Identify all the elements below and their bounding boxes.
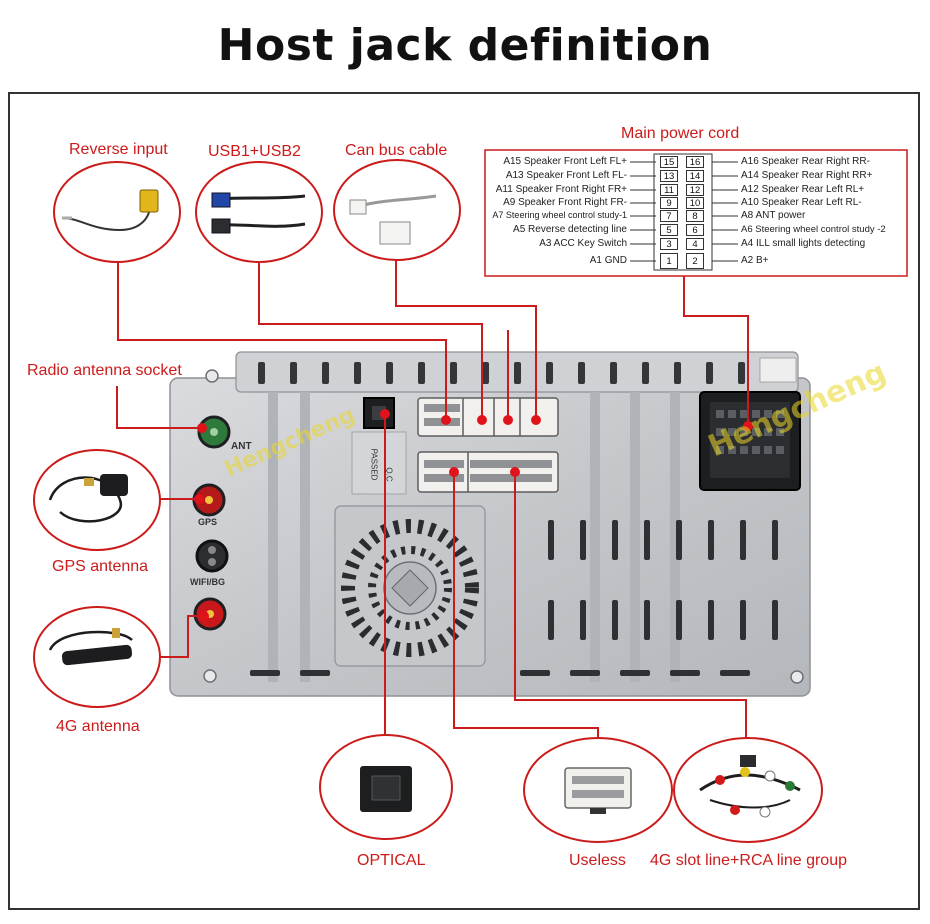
power-cord-leaders: [630, 153, 738, 271]
antenna-sockets: [192, 415, 231, 631]
canbus-cable-picture: [349, 194, 437, 245]
pin-number: 9: [660, 197, 678, 209]
4g-antenna-picture: [48, 628, 133, 666]
pin-desc-a1: A1 GND: [589, 255, 627, 266]
usb-cable-picture: [211, 192, 306, 234]
pin-number: 2: [686, 253, 704, 269]
optical-socket: [351, 397, 407, 495]
pin-number: 12: [686, 184, 704, 196]
pin-desc-a2: A2 B+: [741, 255, 769, 266]
main-power-cord-label: Main power cord: [621, 125, 740, 142]
pin-desc-a9: A9 Speaker Front Right FR-: [503, 197, 627, 208]
pin-desc-a6: A6 Steering wheel control study -2: [741, 224, 886, 235]
wifi-mark: WIFI/BG: [190, 577, 225, 587]
pin-number: 11: [660, 184, 678, 196]
pin-number: 14: [686, 170, 704, 182]
useless-connector-picture: [564, 767, 632, 814]
pin-desc-a11: A11 Speaker Front Right FR+: [495, 184, 627, 195]
useless-label: Useless: [569, 852, 626, 869]
slot-line-label: 4G slot line+RCA line group: [650, 852, 847, 869]
fan-grill: [334, 505, 486, 667]
gps-antenna-picture: [48, 474, 128, 523]
canbus-label: Can bus cable: [345, 142, 448, 159]
pin-number: 16: [686, 156, 704, 168]
pin-desc-a3: A3 ACC Key Switch: [539, 238, 627, 249]
pin-number: 1: [660, 253, 678, 269]
passed-sticker: PASSED: [369, 448, 379, 481]
4g-antenna-label: 4G antenna: [56, 718, 140, 735]
gps-mark: GPS: [198, 517, 218, 527]
pin-desc-a16: A16 Speaker Rear Right RR-: [741, 156, 870, 167]
qc-sticker: Q.C: [384, 467, 394, 482]
pin-number: 8: [686, 210, 704, 222]
pin-number: 7: [660, 210, 678, 222]
pin-number: 4: [686, 238, 704, 250]
reverse-input-label: Reverse input: [69, 141, 168, 158]
pin-desc-a10: A10 Speaker Rear Left RL-: [741, 197, 862, 208]
optical-port-picture: [360, 766, 412, 812]
pin-desc-a13: A13 Speaker Front Left FL-: [505, 170, 627, 181]
pin-desc-a12: A12 Speaker Rear Left RL+: [741, 184, 865, 195]
pin-number: 6: [686, 224, 704, 236]
rca-cable-picture: [699, 755, 801, 818]
pin-desc-a8: A8 ANT power: [741, 210, 806, 221]
pin-number: 3: [660, 238, 678, 250]
pin-desc-a7: A7 Steering wheel control study-1: [492, 210, 627, 220]
pin-desc-a15: A15 Speaker Front Left FL+: [503, 156, 627, 167]
pin-desc-a14: A14 Speaker Rear Right RR+: [741, 170, 873, 181]
diagram-frame: [8, 92, 920, 910]
ant-mark: ANT: [231, 441, 252, 452]
pin-desc-a4: A4 ILL small lights detecting: [741, 238, 866, 249]
gps-antenna-label: GPS antenna: [52, 558, 149, 575]
page-title: Host jack definition: [217, 20, 713, 71]
pin-desc-a5: A5 Reverse detecting line: [513, 224, 627, 235]
head-unit-back: [169, 351, 811, 697]
leader-lines: [116, 260, 749, 740]
reverse-cable-picture: [61, 189, 159, 232]
pin-number: 10: [686, 197, 704, 209]
pin-number: 15: [660, 156, 678, 168]
connection-dots: [194, 409, 753, 621]
main-power-connector: [699, 391, 801, 491]
pin-number: 13: [660, 170, 678, 182]
optical-label: OPTICAL: [357, 852, 426, 869]
radio-antenna-label: Radio antenna socket: [27, 362, 182, 379]
pin-number: 5: [660, 224, 678, 236]
usb-label: USB1+USB2: [208, 143, 301, 160]
